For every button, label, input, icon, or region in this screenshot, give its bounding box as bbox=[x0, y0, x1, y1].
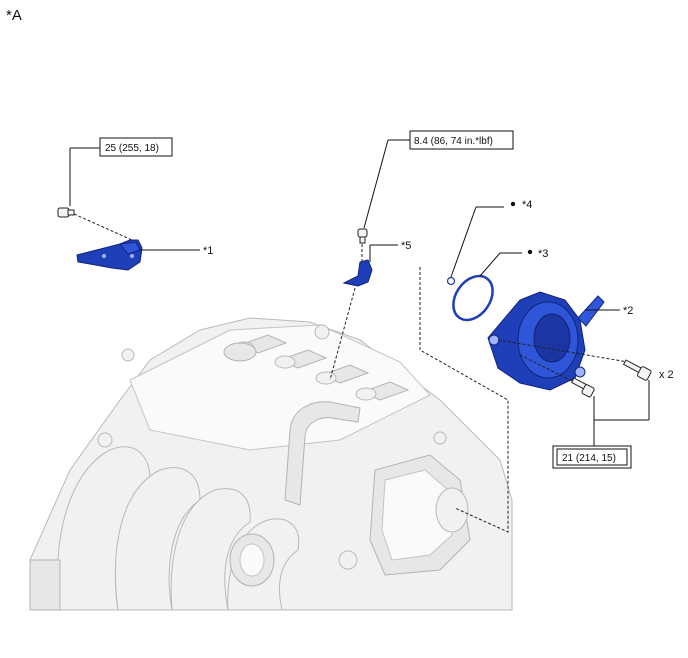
quantity-label: x 2 bbox=[659, 369, 674, 381]
torque-value-3: 21 (214, 15) bbox=[562, 453, 616, 464]
part-2-vacuum-pump-group: *2 x 2 21 (214, 15) bbox=[487, 291, 674, 469]
ignition-coils bbox=[233, 334, 410, 401]
callout-4: *4 bbox=[522, 199, 532, 211]
callout-2: *2 bbox=[623, 305, 633, 317]
bolt-icon bbox=[622, 359, 652, 381]
callout-1: *1 bbox=[203, 245, 213, 257]
pump-mounting-face bbox=[369, 454, 471, 576]
torque-value-1: 25 (255, 18) bbox=[105, 143, 159, 154]
part-5-bracket-group: *5 8.4 (86, 74 in.*lbf) bbox=[329, 130, 514, 381]
bolt-icon bbox=[57, 207, 75, 218]
vacuum-pump bbox=[487, 291, 605, 391]
gasket-ring bbox=[452, 274, 494, 322]
callout-5: *5 bbox=[401, 240, 411, 252]
part-1-bracket-group: *1 25 (255, 18) bbox=[57, 137, 213, 271]
bolt-icon bbox=[570, 377, 595, 398]
part-4-oring-group: *4 bbox=[446, 199, 532, 286]
callout-3: *3 bbox=[538, 248, 548, 260]
small-bracket-part bbox=[342, 259, 373, 287]
engine-assembly bbox=[29, 317, 513, 611]
part-3-gasket-group: *3 bbox=[452, 248, 548, 322]
torque-box-1 bbox=[99, 137, 173, 157]
torque-value-2: 8.4 (86, 74 in.*lbf) bbox=[414, 136, 493, 147]
torque-box-2 bbox=[409, 130, 514, 150]
small-o-ring bbox=[446, 276, 456, 286]
bolt-icon bbox=[357, 228, 368, 244]
view-label: *A bbox=[6, 7, 22, 24]
